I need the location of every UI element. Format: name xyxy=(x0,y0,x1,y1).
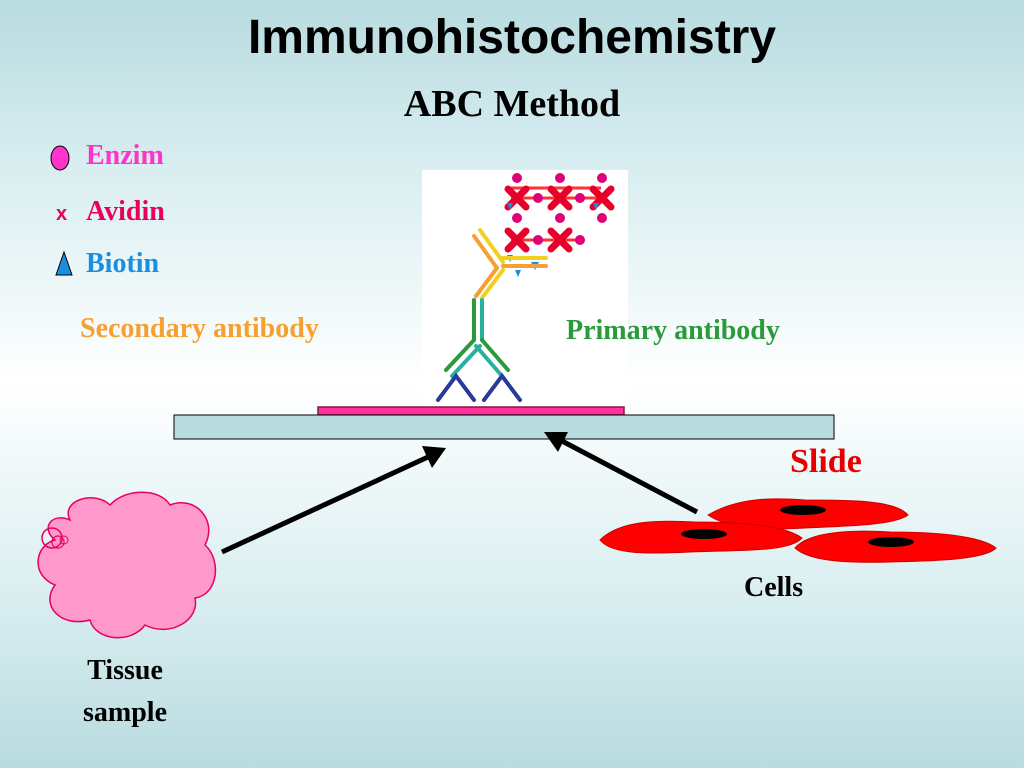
tissue-sample-label: Tissue sample xyxy=(83,655,167,728)
legend-biotin-label: Biotin xyxy=(86,248,160,279)
cells-arrow xyxy=(544,432,699,515)
biotin-legend-icon xyxy=(55,250,73,276)
avidin-legend-icon: x xyxy=(56,203,67,225)
tissue-sample-shape xyxy=(37,491,217,639)
slide-label: Slide xyxy=(790,443,862,480)
primary-antibody-shape xyxy=(444,298,510,378)
secondary-antibody-shape xyxy=(472,228,548,300)
cells-label: Cells xyxy=(744,572,804,603)
legend-enzim-label: Enzim xyxy=(86,140,164,171)
legend-avidin-label: Avidin xyxy=(86,196,165,227)
enzim-legend-icon xyxy=(50,145,70,171)
cells-shape xyxy=(599,498,997,563)
secondary-antibody-label: Secondary antibody xyxy=(80,313,319,344)
abc-complex xyxy=(504,173,615,277)
tissue-arrow xyxy=(220,446,446,555)
page-title: Immunohistochemistry xyxy=(247,11,777,64)
tissue-section xyxy=(317,406,625,416)
slide-shape xyxy=(173,414,835,440)
antigen-shapes xyxy=(436,372,522,402)
primary-antibody-label: Primary antibody xyxy=(566,315,780,346)
page-subtitle: ABC Method xyxy=(403,83,621,125)
